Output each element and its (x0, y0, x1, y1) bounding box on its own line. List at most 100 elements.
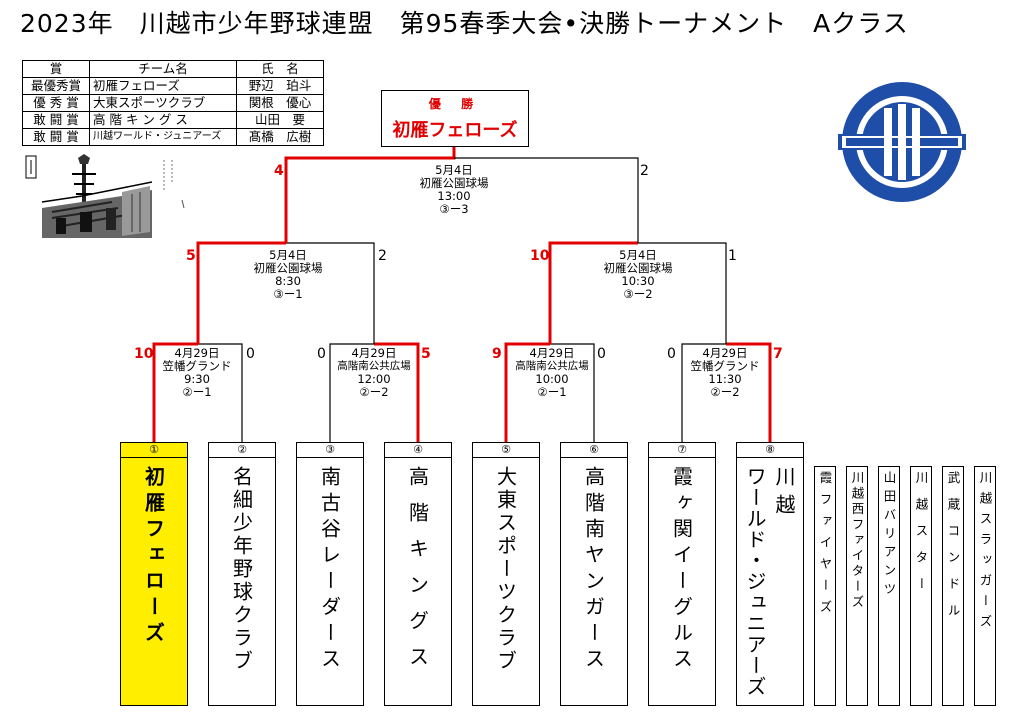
team-number: ⑧ (737, 443, 803, 458)
bracket-line (198, 343, 243, 442)
match-result: ③ー2 (623, 287, 653, 301)
match-time: 10:30 (621, 274, 655, 288)
quarterfinal-4-left-score: 0 (667, 346, 676, 362)
team-name: 名細少年野球クラブ (229, 466, 254, 673)
kawagoe-city-emblem-icon (838, 82, 966, 202)
award-team: 大東スポーツクラブ (89, 94, 237, 112)
final-right-score: 2 (640, 163, 649, 179)
other-team-box: 武蔵コンドル (942, 466, 964, 706)
semifinal-2-right-score: 1 (728, 248, 737, 264)
team-name: 初雁フェローズ (141, 466, 166, 648)
quarterfinal-3-left-score: 9 (492, 346, 502, 362)
other-team-name: 川越西ファイターズ (849, 471, 865, 611)
match-venue: 初雁公園球場 (253, 261, 323, 275)
other-team-box: 川越西ファイターズ (846, 466, 868, 706)
match-venue: 笠幡グランド (690, 359, 760, 373)
team-box-1: ① 初雁フェローズ (120, 442, 188, 706)
quarterfinal-1-info: 4月29日 笠幡グランド 9:30 ②ー1 (152, 347, 242, 399)
match-date: 4月29日 (529, 346, 575, 360)
bracket-line (638, 242, 727, 344)
award-name: 敢 闘 賞 (22, 128, 90, 146)
match-date: 5月4日 (269, 248, 307, 262)
team-name: 高階キングス (405, 466, 430, 682)
awards-table: 賞 チーム名 氏 名 最優秀賞 初雁フェローズ 野辺 珀斗 優 秀 賞 大東スポ… (22, 60, 324, 146)
award-name: 敢 闘 賞 (22, 111, 90, 129)
match-date: 4月29日 (174, 346, 220, 360)
bracket-line (284, 146, 456, 243)
bracket-line (726, 342, 772, 442)
awards-row: 敢 闘 賞 高 階 キ ン グ ス 山田 要 (22, 111, 324, 129)
team-number: ③ (297, 443, 363, 458)
team-name: 霞ヶ関イーグルス (669, 466, 694, 674)
awards-row: 最優秀賞 初雁フェローズ 野辺 珀斗 (22, 77, 324, 95)
match-venue: 初雁公園球場 (603, 261, 673, 275)
other-team-box: 川越スター (910, 466, 932, 706)
kawagoe-sketch-image (25, 154, 185, 238)
quarterfinal-1-right-score: 0 (246, 346, 255, 362)
match-date: 5月4日 (435, 163, 473, 177)
team-box-6: ⑥ 高階南ヤンガース (560, 442, 628, 706)
match-date: 5月4日 (619, 248, 657, 262)
team-name: 大東スポーツクラブ (493, 466, 518, 673)
bracket-line (152, 342, 198, 442)
match-venue: 初雁公園球場 (419, 176, 489, 190)
team-name: 南古谷レーダース (317, 466, 342, 674)
semifinal-2-left-score: 10 (530, 248, 550, 264)
team-number: ② (209, 443, 275, 458)
final-match-info: 5月4日 初雁公園球場 13:00 ③ー3 (400, 164, 508, 216)
bracket-line (454, 157, 639, 243)
match-result: ②ー1 (537, 385, 567, 399)
semifinal-1-info: 5月4日 初雁公園球場 8:30 ③ー1 (232, 249, 344, 301)
other-team-name: 武蔵コンドル (945, 471, 961, 630)
match-venue: 笠幡グランド (162, 359, 232, 373)
quarterfinal-2-right-score: 5 (421, 346, 431, 362)
quarterfinal-1-left-score: 10 (134, 346, 154, 362)
team-number: ① (121, 443, 187, 458)
match-time: 10:00 (535, 372, 569, 386)
team-number: ⑤ (473, 443, 539, 458)
champion-name: 初雁フェローズ (392, 120, 518, 141)
quarterfinal-3-info: 4月29日 高階南公共広場 10:00 ②ー1 (506, 347, 598, 399)
team-box-5: ⑤ 大東スポーツクラブ (472, 442, 540, 706)
bracket-line (374, 342, 420, 442)
semifinal-2-info: 5月4日 初雁公園球場 10:30 ③ー2 (582, 249, 694, 301)
bracket-line (681, 343, 726, 442)
quarterfinal-3-right-score: 0 (597, 346, 606, 362)
team-name-line-1: 川越 (772, 466, 796, 522)
page-title: 2023年 川越市少年野球連盟 第95春季大会•決勝トーナメント Aクラス (20, 9, 909, 38)
team-number: ⑥ (561, 443, 627, 458)
awards-header-cell: 氏 名 (236, 60, 324, 78)
quarterfinal-4-right-score: 7 (773, 346, 783, 362)
other-team-box: 山田バリアンツ (878, 466, 900, 706)
match-venue: 高階南公共広場 (337, 360, 411, 372)
final-left-score: 4 (274, 163, 284, 179)
match-date: 4月29日 (702, 346, 748, 360)
champion-label: 優 勝 (428, 97, 482, 111)
match-result: ②ー2 (710, 385, 740, 399)
quarterfinal-2-left-score: 0 (317, 346, 326, 362)
match-venue: 高階南公共広場 (515, 360, 589, 372)
semifinal-1-left-score: 5 (186, 248, 196, 264)
team-name: 高階南ヤンガース (581, 466, 606, 674)
match-result: ③ー1 (273, 287, 303, 301)
award-player: 関根 優心 (236, 94, 324, 112)
quarterfinal-2-info: 4月29日 高階南公共広場 12:00 ②ー2 (328, 347, 420, 399)
semifinal-1-right-score: 2 (378, 248, 387, 264)
bracket-line (196, 241, 286, 344)
team-number: ④ (385, 443, 451, 458)
award-player: 野辺 珀斗 (236, 77, 324, 95)
match-time: 9:30 (184, 372, 210, 386)
team-name-line-2: ワールド・ジュニアーズ (743, 466, 767, 697)
match-time: 12:00 (357, 372, 391, 386)
match-time: 11:30 (708, 372, 742, 386)
awards-row: 敢 闘 賞 川越ワールド・ジュニアーズ 髙橋 広樹 (22, 128, 324, 146)
bracket-line (286, 242, 375, 344)
team-box-7: ⑦ 霞ヶ関イーグルス (648, 442, 716, 706)
team-number: ⑦ (649, 443, 715, 458)
other-team-name: 山田バリアンツ (881, 471, 897, 601)
bracket-line (550, 343, 595, 442)
match-result: ③ー3 (439, 202, 469, 216)
bracket-line (504, 342, 550, 442)
award-player: 髙橋 広樹 (236, 128, 324, 146)
